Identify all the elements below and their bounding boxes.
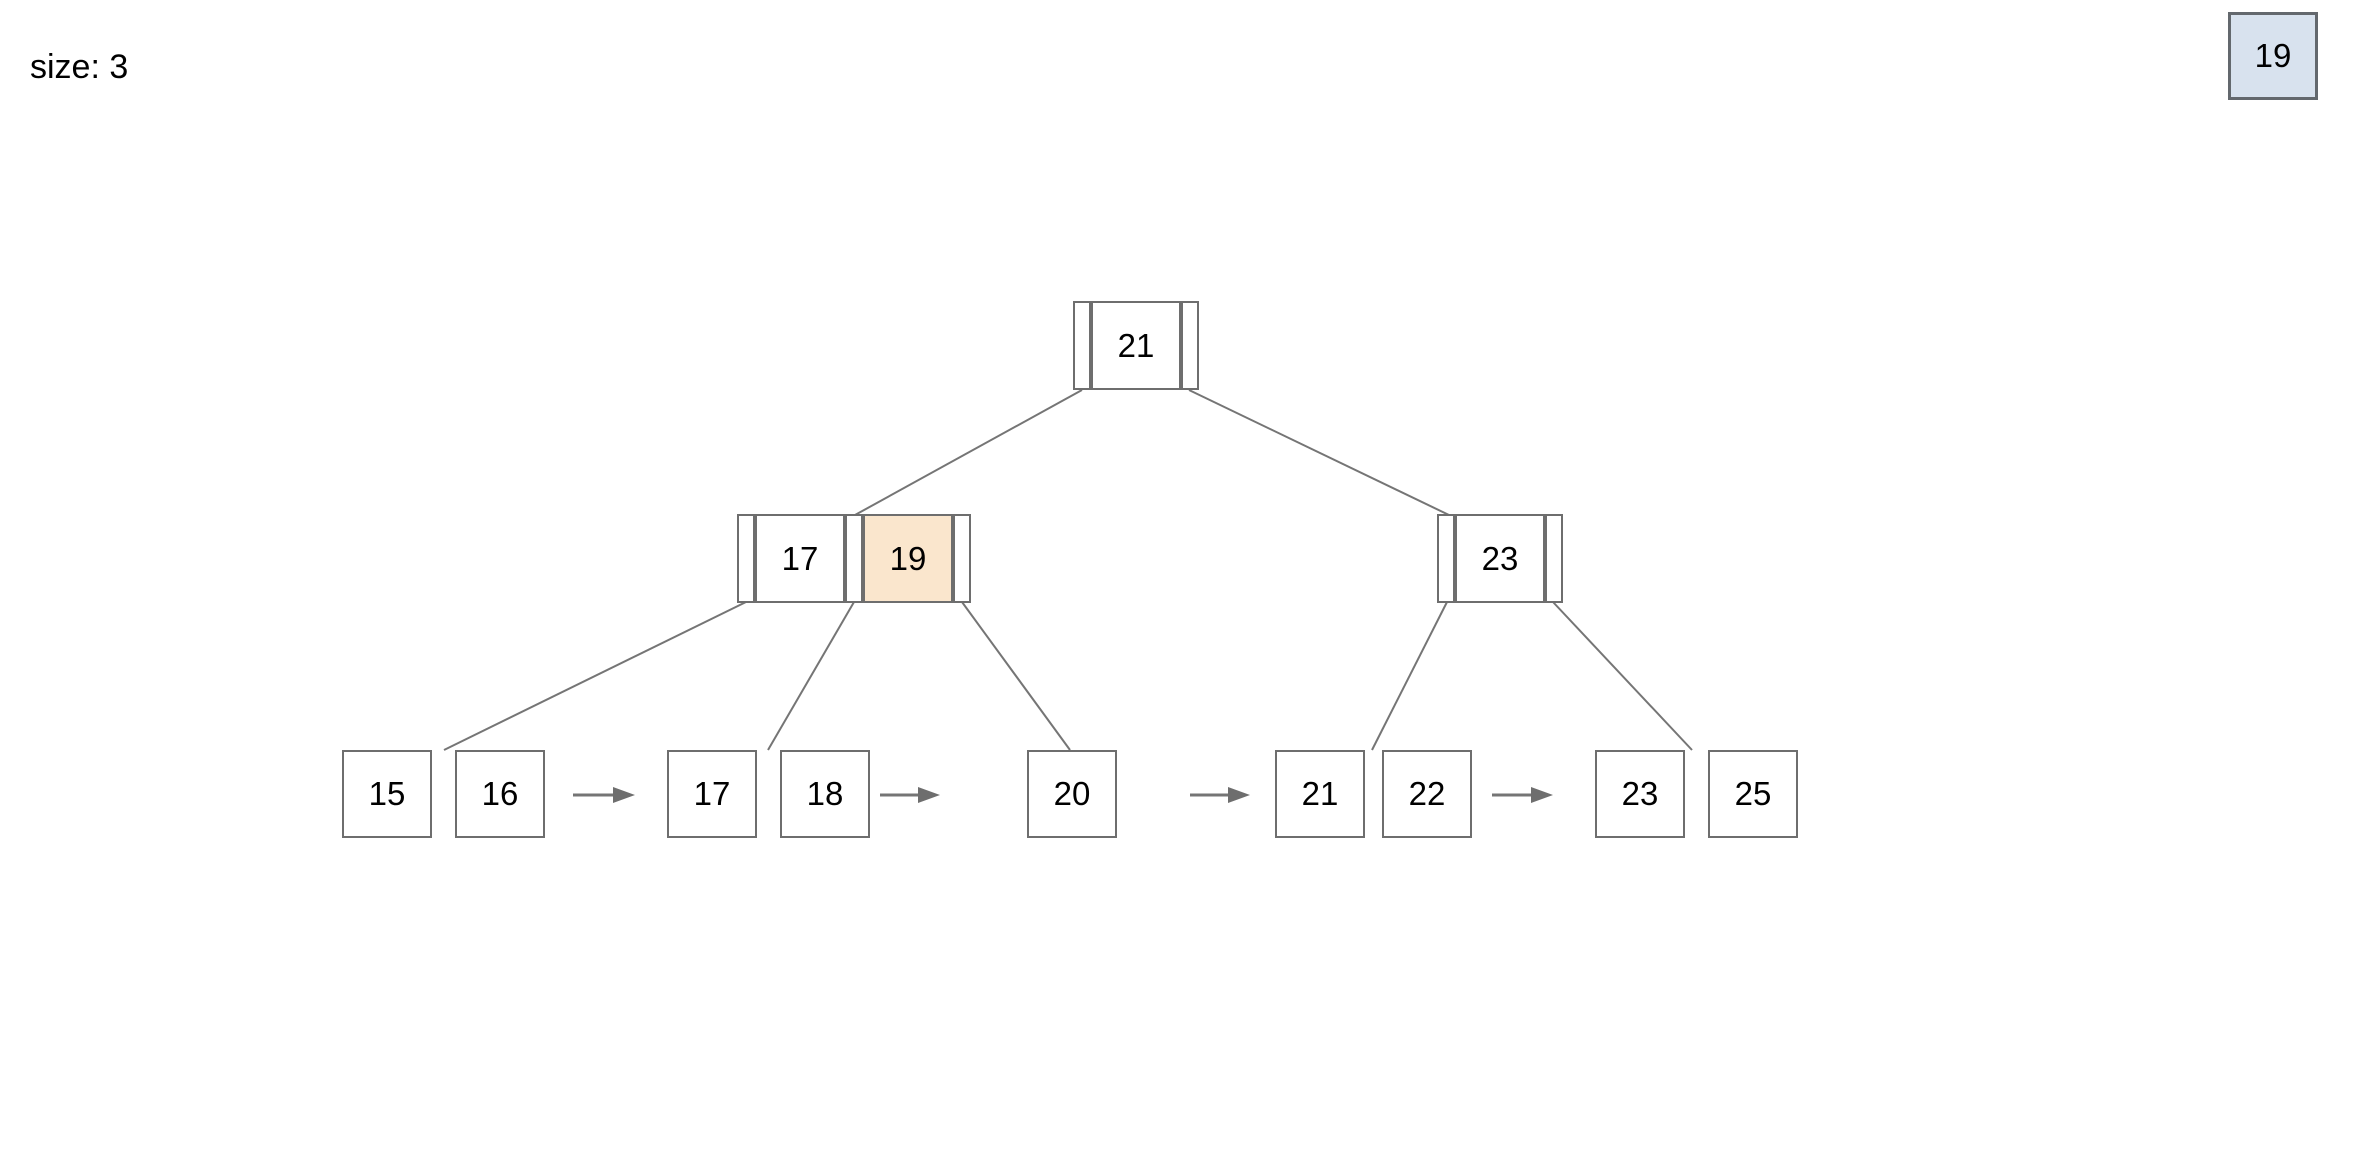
btree-key-cell: 19 (863, 514, 953, 603)
pointer-cell (737, 514, 755, 603)
pointer-cell (845, 514, 863, 603)
leaf-key-cell: 21 (1275, 750, 1365, 838)
leaf-key-cell: 20 (1027, 750, 1117, 838)
leaf-key-cell: 18 (780, 750, 870, 838)
leaf-link-arrow-head (613, 787, 635, 803)
insert-value-box: 19 (2228, 12, 2318, 100)
leaf-key-cell: 23 (1595, 750, 1685, 838)
btree-key-cell: 17 (755, 514, 845, 603)
tree-size-label: size: 3 (30, 48, 129, 86)
pointer-cell (1073, 301, 1091, 390)
tree-edge (443, 601, 747, 751)
leaf-key-cell: 22 (1382, 750, 1472, 838)
leaf-link-arrow-head (1228, 787, 1250, 803)
leaf-key-cell: 25 (1708, 750, 1798, 838)
leaf-key-cell: 16 (455, 750, 545, 838)
tree-edge (1552, 601, 1693, 751)
pointer-cell (953, 514, 971, 603)
tree-edge (1188, 389, 1450, 516)
tree-edge (1371, 601, 1448, 751)
insert-value: 19 (2254, 37, 2292, 74)
leaf-link-arrow-head (1531, 787, 1553, 803)
leaf-key-cell: 15 (342, 750, 432, 838)
tree-edge (767, 601, 855, 751)
pointer-cell (1181, 301, 1199, 390)
leaf-key-cell: 17 (667, 750, 757, 838)
pointer-cell (1545, 514, 1563, 603)
btree-key-cell: 23 (1455, 514, 1545, 603)
leaf-link-arrow-head (918, 787, 940, 803)
btree-key-cell: 21 (1091, 301, 1181, 390)
pointer-cell (1437, 514, 1455, 603)
tree-edge (961, 601, 1071, 751)
tree-edge (854, 389, 1083, 516)
